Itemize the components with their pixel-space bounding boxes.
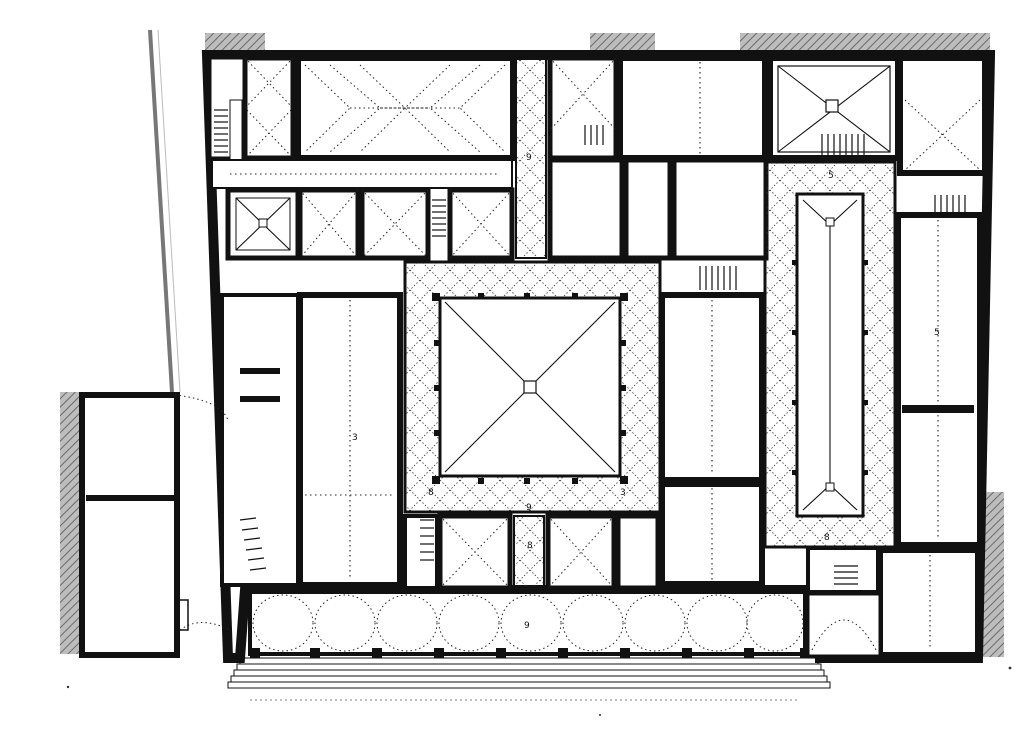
south-east-vestibule <box>806 592 882 658</box>
west-wing <box>220 292 403 588</box>
corridor-mid-label: 9 <box>526 503 532 513</box>
courtyard-east-label: 3 <box>620 488 626 498</box>
neighbour-buildings <box>60 33 1004 657</box>
south-portico <box>248 590 810 658</box>
east-gallery-south-label: 8 <box>824 533 830 543</box>
second-row-rooms <box>225 157 769 261</box>
east-long-gallery <box>763 160 897 549</box>
courtyard-north-label: 9 <box>526 153 532 163</box>
portico-label: 9 <box>524 621 530 631</box>
courtyard-piers <box>432 260 868 484</box>
east-hall-label: 5 <box>934 328 940 338</box>
west-annex <box>79 392 231 658</box>
street-edge <box>148 29 181 393</box>
entrance-steps <box>227 657 831 701</box>
east-courtyard-rooms <box>659 266 765 587</box>
east-gallery-north-label: 5 <box>828 171 834 181</box>
north-range <box>208 55 988 259</box>
north-west-hall-label: 3 <box>352 433 358 443</box>
south-small-rooms <box>403 513 880 594</box>
scan-marks <box>66 666 1012 716</box>
courtyard-west-label: 8 <box>428 488 434 498</box>
far-east-wing <box>877 195 983 658</box>
north-corridor <box>211 159 513 189</box>
